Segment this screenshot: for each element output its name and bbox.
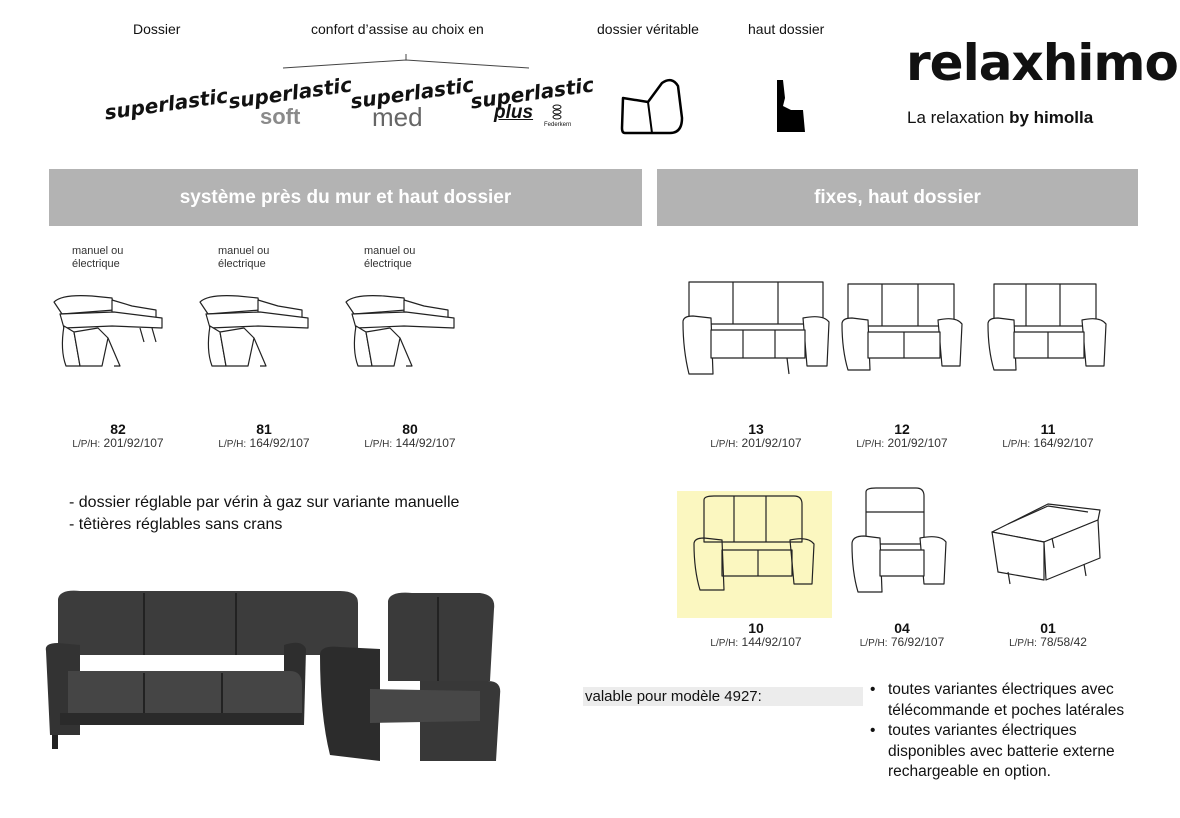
model-82-dims: L/P/H: 201/92/107 bbox=[72, 436, 164, 450]
haut-dossier-label: haut dossier bbox=[748, 21, 825, 37]
model-80-number: 80 bbox=[402, 421, 418, 437]
model-81-dims: L/P/H: 164/92/107 bbox=[218, 436, 310, 450]
feature-list: - dossier réglable par vérin à gaz sur v… bbox=[69, 492, 459, 536]
feature-item: - têtières réglables sans crans bbox=[69, 516, 283, 533]
model-10-highlight bbox=[677, 491, 832, 618]
valid-model-label: valable pour modèle 4927: bbox=[583, 687, 863, 706]
option-list: toutes variantes électriques avec téléco… bbox=[870, 680, 1130, 783]
model-13-number: 13 bbox=[748, 421, 764, 437]
right-section-title: fixes, haut dossier bbox=[657, 169, 1138, 226]
model-04-drawing bbox=[851, 487, 947, 593]
superlastic-med-logo: superlastic med bbox=[348, 72, 476, 132]
dossier-veritable-label: dossier véritable bbox=[597, 21, 699, 37]
feature-item: - dossier réglable par vérin à gaz sur v… bbox=[69, 494, 460, 511]
model-11-number: 11 bbox=[1040, 421, 1056, 437]
spring-icon bbox=[552, 104, 562, 120]
model-04-dims: L/P/H: 76/92/107 bbox=[859, 635, 945, 649]
left-section-title: système près du mur et haut dossier bbox=[49, 169, 642, 226]
model-01-drawing bbox=[991, 503, 1101, 585]
model-01-number: 01 bbox=[1040, 620, 1056, 636]
model-81-number: 81 bbox=[256, 421, 272, 437]
superlastic-logo: superlastic bbox=[102, 83, 230, 125]
confort-bracket bbox=[282, 54, 530, 69]
model-13-drawing bbox=[682, 281, 830, 375]
model-80-dims: L/P/H: 144/92/107 bbox=[364, 436, 456, 450]
dossier-veritable-icon bbox=[620, 78, 684, 135]
model-12-number: 12 bbox=[894, 421, 910, 437]
haut-dossier-icon bbox=[777, 80, 805, 132]
option-item: toutes variantes électriques avec téléco… bbox=[870, 680, 1130, 721]
leather-sofa-photo bbox=[45, 590, 501, 761]
superlastic-plus-logo: superlastic plus Federkern bbox=[468, 72, 596, 128]
model-10-dims: L/P/H: 144/92/107 bbox=[710, 635, 802, 649]
model-82-number: 82 bbox=[110, 421, 126, 437]
model-12-drawing bbox=[841, 283, 963, 371]
superlastic-soft-logo: superlastic soft bbox=[226, 72, 354, 129]
model-01-dims: L/P/H: 78/58/42 bbox=[1009, 635, 1087, 649]
confort-label: confort d’assise au choix en bbox=[311, 21, 484, 37]
model-10-number: 10 bbox=[748, 620, 764, 636]
model-11-dims: L/P/H: 164/92/107 bbox=[1002, 436, 1094, 450]
brand-logo: relaxhimo bbox=[906, 34, 1179, 92]
model-10-drawing bbox=[693, 495, 815, 591]
brand-tagline: La relaxation by himolla bbox=[907, 108, 1094, 127]
model-11-drawing bbox=[987, 283, 1107, 371]
model-12-dims: L/P/H: 201/92/107 bbox=[856, 436, 948, 450]
model-04-number: 04 bbox=[894, 620, 910, 636]
model-82-drawing bbox=[53, 295, 163, 367]
model-80-drawing bbox=[345, 295, 455, 367]
model-13-dims: L/P/H: 201/92/107 bbox=[710, 436, 802, 450]
model-81-drawing bbox=[199, 295, 309, 367]
option-item: toutes variantes électriques disponibles… bbox=[870, 721, 1130, 783]
dossier-label: Dossier bbox=[133, 21, 181, 37]
